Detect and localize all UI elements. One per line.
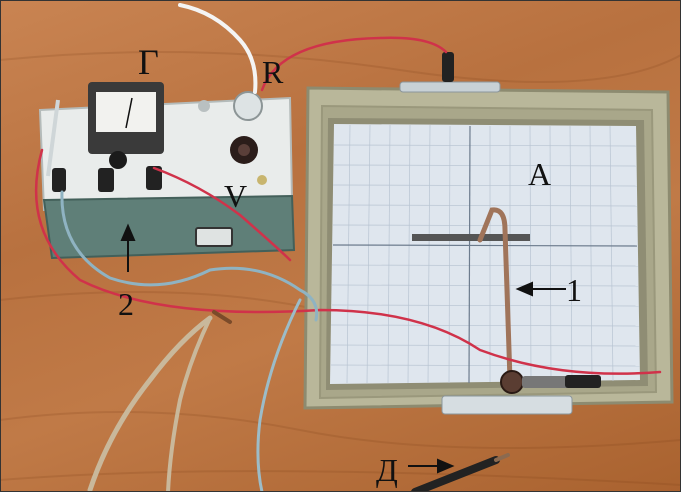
tray-clip-top	[399, 81, 501, 93]
paper-label: А	[528, 156, 552, 192]
wires	[34, 3, 662, 492]
probe-rod	[477, 207, 601, 394]
voltmeter-label: V	[224, 178, 248, 214]
tray-clip-bottom	[441, 395, 573, 415]
voltmeter-window	[195, 227, 233, 247]
pointer-label: Д	[376, 452, 398, 488]
terminal-clip	[442, 52, 454, 82]
rheostat-label: R	[262, 54, 284, 90]
power-unit-label: 2	[118, 286, 134, 322]
pointer-pencil	[411, 453, 510, 492]
graph-paper	[330, 124, 641, 384]
electrode-bar	[412, 234, 530, 241]
probe-rod-label: 1	[566, 272, 582, 308]
power-unit	[38, 82, 296, 260]
table-grain	[0, 51, 681, 486]
galvanometer-label: Г	[138, 42, 159, 82]
annotation-arrows	[120, 223, 566, 474]
